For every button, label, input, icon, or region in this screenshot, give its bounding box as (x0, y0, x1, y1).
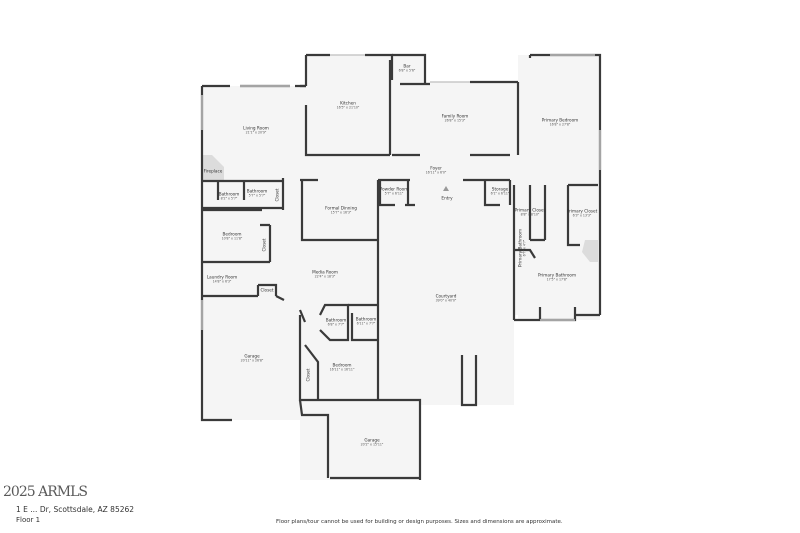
room-dims: 16'8" x 27'8" (549, 122, 571, 127)
windows (201, 54, 601, 330)
room-dims: 6'8" x 5'6" (398, 68, 416, 73)
room-dims: 6'8" x 7'7" (327, 322, 345, 327)
disclaimer: Floor plans/tour cannot be used for buil… (276, 519, 563, 525)
property-address: 1 E ... Dr, Scottsdale, AZ 85262 (16, 505, 135, 514)
room-name: Bathroom (355, 316, 377, 322)
room-dims: 26'8" x 15'3" (444, 118, 466, 123)
room-dims: 14'8" x 6'3" (212, 279, 232, 284)
room-closet: Closet (260, 288, 273, 293)
room-name: Closet (274, 188, 280, 202)
room-name: Garage (244, 353, 260, 359)
room-name: Storage (491, 186, 509, 192)
room-dims: 6'11" x 7'7" (356, 321, 376, 326)
room-name: Closet (261, 238, 267, 252)
tub-shape (582, 240, 598, 262)
room-name: Laundry Room (206, 274, 238, 280)
room-name: Entry (441, 195, 453, 201)
walls (200, 53, 602, 480)
room-name: Bathroom (325, 317, 347, 323)
room-closet: Closet (306, 368, 311, 381)
room-name: Bedroom (222, 231, 242, 237)
room-entry: Entry (441, 196, 452, 201)
room-fireplace: Fireplace (204, 169, 223, 174)
room-name: Bedroom (332, 362, 352, 368)
room-closet: Closet (262, 238, 267, 251)
room-dims: 17'5" x 17'8" (546, 277, 568, 282)
room-name: Foyer (430, 165, 442, 171)
room-name: Primary Bedroom (541, 117, 579, 123)
room-dims: 20'11" x 26'8" (240, 358, 264, 363)
room-name: Closet (305, 368, 311, 382)
room-name: Bathroom (218, 191, 240, 197)
room-dims: 5'7" x 6'11" (384, 191, 404, 196)
room-dims: 16'11" x 6'0" (425, 170, 447, 175)
room-dims: 6'1" x 6'11" (490, 191, 510, 196)
room-name: Primary Closet (566, 208, 598, 214)
room-name: Family Room (441, 113, 469, 119)
room-name: Bathroom (246, 188, 268, 194)
room-name: Kitchen (340, 100, 356, 106)
room-dims: 20'2" x 15'11" (360, 442, 384, 447)
room-name: Bar (403, 63, 411, 69)
room-name: Garage (364, 437, 380, 443)
floor-area (202, 55, 600, 480)
room-dims: 22'4" x 18'3" (314, 274, 336, 279)
room-name: Fireplace (203, 168, 223, 174)
fireplace-shape (202, 155, 224, 181)
room-dims: 8'8" x 8'10" (520, 212, 540, 217)
room-name: Primary Closet (514, 207, 546, 213)
room-closet: Closet (275, 188, 280, 201)
room-name: Media Room (312, 269, 338, 275)
room-name: Courtyard (435, 293, 457, 299)
room-dims: 21'1" x 20'9" (245, 130, 267, 135)
room-dims: 10'8" x 11'8" (221, 236, 243, 241)
room-dims: 6'3" x 13'3" (572, 213, 592, 218)
floor-label: Floor 1 (16, 516, 41, 524)
room-name: Primary Bathroom (537, 272, 577, 278)
entry-arrow-icon (443, 186, 449, 191)
room-dims: 5'7" x 5'7" (248, 193, 266, 198)
room-dims: 16'5" x 21'10" (336, 105, 360, 110)
fixtures (202, 155, 598, 262)
room-dims: 8'2" x 5'7" (220, 196, 238, 201)
room-dims: 16'11" x 16'11" (329, 367, 355, 372)
room-dims: 15'7" x 16'3" (330, 210, 352, 215)
watermark: 2025 ARMLS (3, 484, 88, 500)
room-name: Closet (260, 287, 274, 293)
room-name: Powder Room (379, 186, 409, 192)
room-dims: 39'0" x 40'0" (435, 298, 457, 303)
room-name: Formal Dinning (325, 205, 357, 211)
room-dims: 6'7" x 4'7" (522, 239, 527, 257)
room-name: Living Room (243, 125, 269, 131)
